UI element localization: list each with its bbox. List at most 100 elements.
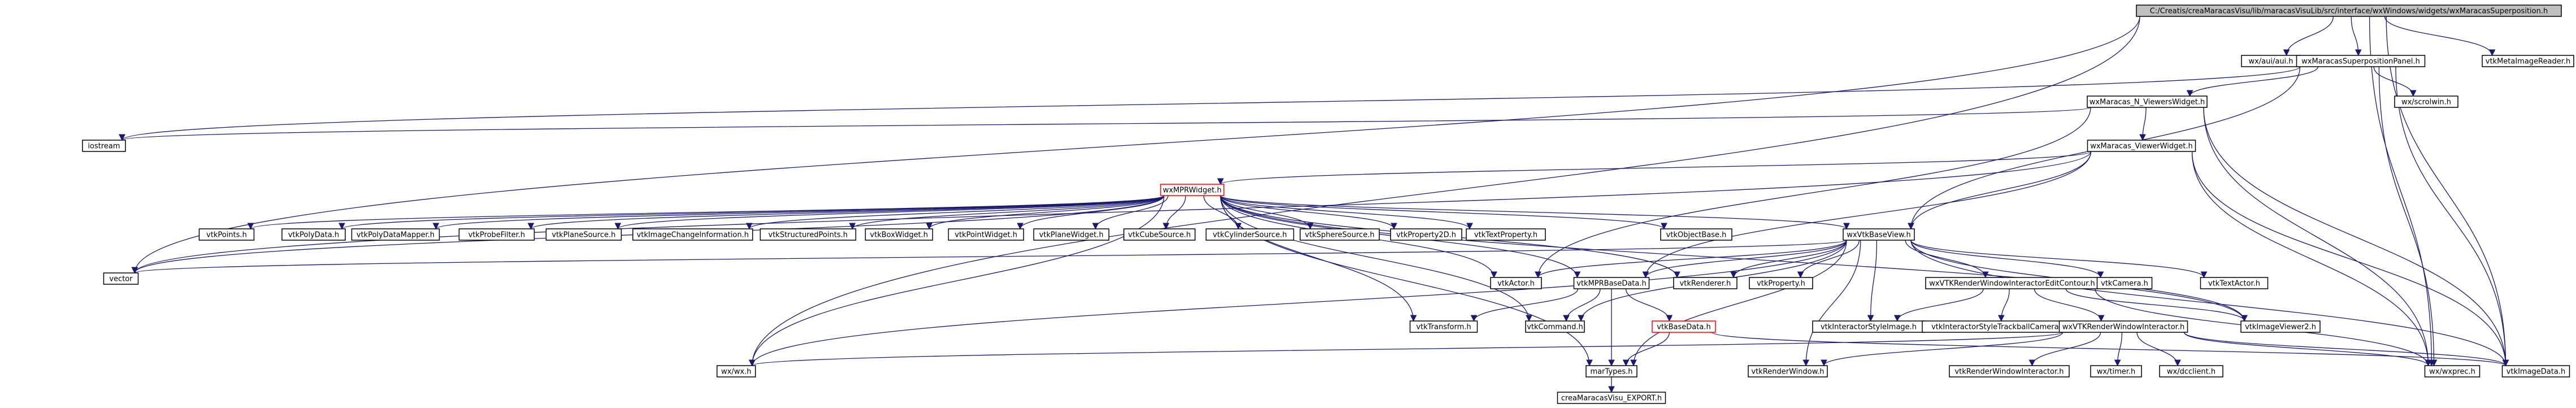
node-renderer[interactable]: vtkRenderer.h xyxy=(1673,277,1737,289)
node-box xyxy=(948,228,1024,241)
node-boxW[interactable]: vtkBoxWidget.h xyxy=(865,228,933,241)
node-mpr[interactable]: wxMPRWidget.h xyxy=(1160,184,1224,196)
node-objBase[interactable]: vtkObjectBase.h xyxy=(1660,228,1732,241)
node-polydata[interactable]: vtkPolyData.h xyxy=(281,228,346,241)
node-box xyxy=(1673,277,1737,289)
node-wxexprec[interactable]: wx/wxprec.h xyxy=(2424,365,2481,377)
node-cubeSrc[interactable]: vtkCubeSource.h xyxy=(1123,228,1196,241)
node-label: wxMaracas_N_ViewersWidget.h xyxy=(2090,98,2205,107)
node-nViewers[interactable]: wxMaracas_N_ViewersWidget.h xyxy=(2087,96,2208,108)
node-baseView[interactable]: wxVtkBaseView.h xyxy=(1843,228,1915,241)
node-box xyxy=(1557,392,1666,404)
edge-rwEdit-to-styleTrack xyxy=(1997,288,2010,322)
node-planeW[interactable]: vtkPlaneWidget.h xyxy=(1033,228,1110,241)
edge-mprBase-to-transform xyxy=(1470,288,1579,322)
node-label: wxVTKRenderWindowInteractorEditContour.h xyxy=(1929,280,2095,288)
node-prop2d[interactable]: vtkProperty2D.h xyxy=(1390,228,1462,241)
edge-rwInter-to-wxexprec xyxy=(2183,332,2432,367)
edge-supPanel-to-iostream xyxy=(119,66,2301,141)
node-label: C:/Creatis/creaMaracasVisu/lib/maracasVi… xyxy=(2150,7,2548,16)
node-label: wxVtkBaseView.h xyxy=(1847,231,1911,240)
node-label: vtkProperty2D.h xyxy=(1396,231,1456,240)
node-probe[interactable]: vtkProbeFilter.h xyxy=(458,228,535,241)
node-label: vtkPolyData.h xyxy=(288,231,339,240)
node-camera[interactable]: vtkCamera.h xyxy=(2096,277,2153,289)
node-wxwx[interactable]: wx/wx.h xyxy=(716,365,756,377)
node-label: vtkActor.h xyxy=(1497,280,1535,288)
node-command[interactable]: vtkCommand.h xyxy=(1525,320,1585,333)
node-label: vtkImageViewer2.h xyxy=(2245,323,2316,332)
node-auiaui[interactable]: wx/aui/aui.h xyxy=(2241,55,2301,67)
node-actor[interactable]: vtkActor.h xyxy=(1490,277,1542,289)
edge-viewerW-to-baseView xyxy=(1908,151,2092,230)
node-dcclient[interactable]: wx/dcclient.h xyxy=(2159,365,2223,377)
node-mprBase[interactable]: vtkMPRBaseData.h xyxy=(1573,277,1650,289)
node-cylSrc[interactable]: vtkCylinderSource.h xyxy=(1205,228,1294,241)
node-pointW[interactable]: vtkPointWidget.h xyxy=(948,228,1024,241)
node-points[interactable]: vtkPoints.h xyxy=(198,228,255,241)
node-baseData[interactable]: vtkBaseData.h xyxy=(1652,320,1716,333)
edge-baseView-to-rwEdit xyxy=(1905,240,1989,279)
edge-mpr-to-baseView xyxy=(1220,195,1850,230)
edge-nViewers-to-imageData xyxy=(2203,107,2509,367)
node-planeSrc[interactable]: vtkPlaneSource.h xyxy=(545,228,622,241)
node-label: vtkSphereSource.h xyxy=(1305,231,1374,240)
node-root[interactable]: C:/Creatis/creaMaracasVisu/lib/maracasVi… xyxy=(2136,5,2562,17)
node-scrolwin[interactable]: wx/scrolwin.h xyxy=(2394,96,2458,108)
node-box xyxy=(1300,228,1380,241)
edge-rwInter-to-rwiVtk xyxy=(2028,332,2101,367)
node-label: wxVTKRenderWindowInteractor.h xyxy=(2062,323,2184,332)
node-sphSrc[interactable]: vtkSphereSource.h xyxy=(1300,228,1380,241)
node-box xyxy=(1660,228,1732,241)
node-rwiVtk[interactable]: vtkRenderWindowInteractor.h xyxy=(1949,365,2070,377)
node-structPts[interactable]: vtkStructuredPoints.h xyxy=(759,228,857,241)
node-textProp[interactable]: vtkTextProperty.h xyxy=(1466,228,1546,241)
node-box xyxy=(759,228,857,241)
node-renderWin[interactable]: vtkRenderWindow.h xyxy=(1748,365,1828,377)
node-label: vtkInteractorStyleTrackballCamera.h xyxy=(1931,323,2066,332)
edge-nViewers-to-actor xyxy=(1535,107,2091,279)
node-box xyxy=(1949,365,2070,377)
edge-root-to-metaReader xyxy=(2384,16,2496,57)
node-rwEdit[interactable]: wxVTKRenderWindowInteractorEditContour.h xyxy=(1925,277,2099,289)
edge-baseView-to-renderWin xyxy=(1802,240,1861,367)
node-polymapper[interactable]: vtkPolyDataMapper.h xyxy=(351,228,440,241)
node-box xyxy=(1033,228,1110,241)
edge-rwInter-to-dcclient xyxy=(2136,332,2181,367)
node-box xyxy=(865,228,933,241)
node-timer[interactable]: wx/timer.h xyxy=(2090,365,2142,377)
node-box xyxy=(1749,277,1813,289)
node-transform[interactable]: vtkTransform.h xyxy=(1409,320,1478,333)
node-label: vtkProperty.h xyxy=(1757,280,1805,288)
node-label: vtkProbeFilter.h xyxy=(468,231,525,240)
node-metaReader[interactable]: vtkMetaImageReader.h xyxy=(2482,55,2574,67)
node-label: iostream xyxy=(88,142,120,151)
node-supPanel[interactable]: wxMaracasSuperpositionPanel.h xyxy=(2296,55,2426,67)
node-label: vtkObjectBase.h xyxy=(1666,231,1727,240)
edge-baseView-to-imageData xyxy=(1910,240,2509,367)
node-box xyxy=(1843,228,1915,241)
node-viewerW[interactable]: wxMaracas_ViewerWidget.h xyxy=(2087,140,2196,152)
node-textActor[interactable]: vtkTextActor.h xyxy=(2200,277,2269,289)
node-styleTrack[interactable]: vtkInteractorStyleTrackballCamera.h xyxy=(1922,320,2075,333)
edge-root-to-vector xyxy=(131,16,2140,274)
node-styleImg[interactable]: vtkInteractorStyleImage.h xyxy=(1812,320,1925,333)
node-export[interactable]: creaMaracasVisu_EXPORT.h xyxy=(1557,392,1666,404)
node-property[interactable]: vtkProperty.h xyxy=(1749,277,1813,289)
node-iostream[interactable]: iostream xyxy=(82,140,126,152)
node-marTypes[interactable]: marTypes.h xyxy=(1585,365,1637,377)
node-imgViewer2[interactable]: vtkImageViewer2.h xyxy=(2240,320,2321,333)
node-box xyxy=(1390,228,1462,241)
edge-nViewers-to-iostream xyxy=(119,107,2091,141)
edge-mpr-to-command xyxy=(1220,195,1532,322)
edge-baseView-to-styleImg xyxy=(1867,240,1878,322)
node-imgChange[interactable]: vtkImageChangeInformation.h xyxy=(632,228,753,241)
edge-mpr-to-structPts xyxy=(849,195,1165,230)
node-label: vtkInteractorStyleImage.h xyxy=(1821,323,1917,332)
node-rwInter[interactable]: wxVTKRenderWindowInteractor.h xyxy=(2058,320,2188,333)
node-vector[interactable]: vector xyxy=(103,272,139,285)
node-box xyxy=(2501,365,2570,377)
node-imageData[interactable]: vtkImageData.h xyxy=(2501,365,2570,377)
edge-rwInter-to-wxwx xyxy=(749,332,2064,367)
edge-rwEdit-to-styleImg xyxy=(1894,288,1984,322)
